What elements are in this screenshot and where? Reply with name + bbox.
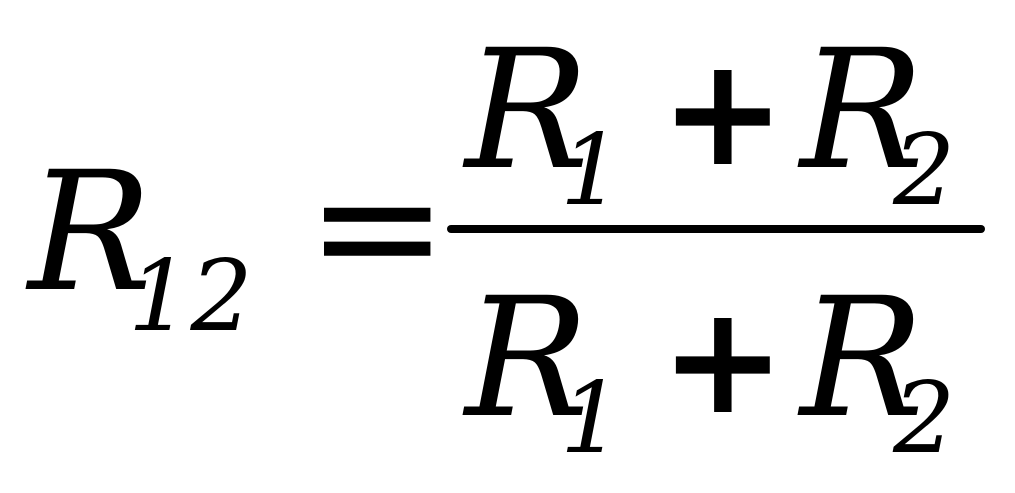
numerator-term1-subscript: 1 [560,114,623,228]
denominator-plus-sign: + [660,274,786,448]
numerator-term2-symbol: R [800,14,925,206]
denominator-term1-subscript: 1 [560,362,623,476]
fraction-bar [447,225,985,233]
numerator-plus-sign: + [660,26,786,200]
lhs-symbol: R [28,136,153,328]
numerator-term2-subscript: 2 [893,114,956,228]
denominator-term2-subscript: 2 [893,362,956,476]
denominator-term1-symbol: R [465,262,590,454]
lhs-subscript: 12 [128,240,253,354]
denominator-term2-symbol: R [800,262,925,454]
equals-sign: = [306,128,449,326]
numerator-term1-symbol: R [465,14,590,206]
